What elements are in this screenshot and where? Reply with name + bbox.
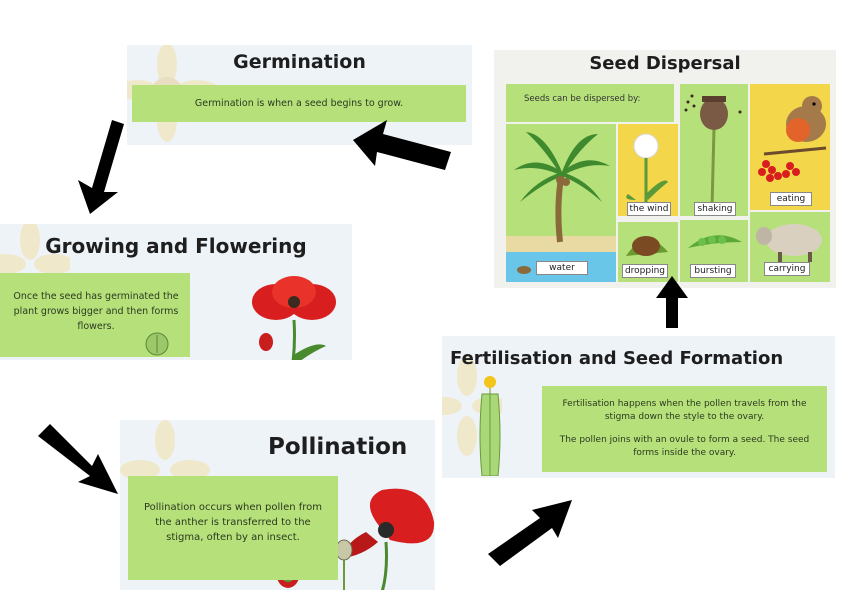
sunflower-background-icon bbox=[120, 420, 210, 480]
dropping-tile: dropping bbox=[618, 222, 678, 282]
seedling-icon bbox=[145, 332, 169, 356]
arrow-up-right-icon bbox=[488, 500, 572, 566]
water-tile: water bbox=[506, 124, 616, 282]
shaking-tile: shaking bbox=[680, 84, 748, 216]
dandelion-icon bbox=[626, 133, 668, 210]
arrow-growing-to-pollination bbox=[30, 420, 122, 500]
palm-tree-icon bbox=[506, 132, 616, 282]
seed-dispersal-card: Seed Dispersal Seeds can be dispersed by… bbox=[494, 50, 836, 288]
pollination-textbox: Pollination occurs when pollen from the … bbox=[128, 476, 338, 580]
seed-dispersal-title: Seed Dispersal bbox=[589, 53, 741, 74]
poppy-cross-section-icon bbox=[335, 488, 435, 590]
pollination-text: Pollination occurs when pollen from the … bbox=[143, 502, 323, 543]
arrow-down-right-icon bbox=[38, 424, 118, 494]
shaking-label: shaking bbox=[694, 202, 736, 216]
eating-tile: eating bbox=[750, 84, 830, 210]
germination-textbox: Germination is when a seed begins to gro… bbox=[132, 85, 466, 122]
carrying-label: carrying bbox=[764, 262, 810, 276]
arrow-germination-to-growing bbox=[62, 110, 142, 220]
arrow-fertilisation-to-dispersal bbox=[652, 274, 692, 330]
fertilisation-title: Fertilisation and Seed Formation bbox=[450, 348, 784, 369]
dropping-label: dropping bbox=[622, 264, 668, 278]
growing-textbox: Once the seed has germinated the plant g… bbox=[0, 273, 190, 357]
robin-berries-icon bbox=[758, 96, 827, 182]
conker-icon bbox=[626, 236, 668, 256]
fertilisation-text-2: The pollen joins with an ovule to form a… bbox=[559, 435, 810, 458]
bursting-label: bursting bbox=[690, 264, 736, 278]
growing-text: Once the seed has germinated the plant g… bbox=[13, 291, 179, 332]
poppy-flower-icon bbox=[252, 276, 336, 360]
pollination-title: Pollination bbox=[268, 434, 408, 460]
sunflower-background-icon bbox=[0, 224, 70, 274]
poppy-seed-head-icon bbox=[684, 94, 742, 209]
germination-text: Germination is when a seed begins to gro… bbox=[194, 98, 404, 109]
wind-tile: the wind bbox=[618, 124, 678, 216]
pea-pod-icon bbox=[688, 235, 742, 248]
arrow-left-icon bbox=[353, 120, 451, 170]
arrow-up-icon bbox=[656, 276, 688, 328]
wind-label: the wind bbox=[627, 202, 671, 216]
fertilisation-text-1: Fertilisation happens when the pollen tr… bbox=[562, 399, 807, 422]
fertilisation-card: Fertilisation and Seed Formation Fertili… bbox=[442, 336, 835, 478]
sheep-icon bbox=[756, 224, 822, 262]
pistil-icon bbox=[479, 376, 501, 476]
eating-label: eating bbox=[770, 192, 812, 206]
growing-title: Growing and Flowering bbox=[45, 234, 307, 258]
carrying-tile: carrying bbox=[750, 212, 830, 282]
arrow-pollination-to-fertilisation bbox=[480, 488, 580, 570]
fertilisation-textbox: Fertilisation happens when the pollen tr… bbox=[542, 386, 827, 472]
arrow-down-icon bbox=[78, 120, 124, 214]
arrow-dispersal-to-germination bbox=[347, 112, 457, 184]
germination-title: Germination bbox=[233, 51, 366, 73]
intro-tile: Seeds can be dispersed by: bbox=[506, 84, 674, 122]
bursting-tile: bursting bbox=[680, 220, 748, 282]
water-label: water bbox=[536, 261, 588, 275]
intro-text: Seeds can be dispersed by: bbox=[524, 94, 641, 104]
